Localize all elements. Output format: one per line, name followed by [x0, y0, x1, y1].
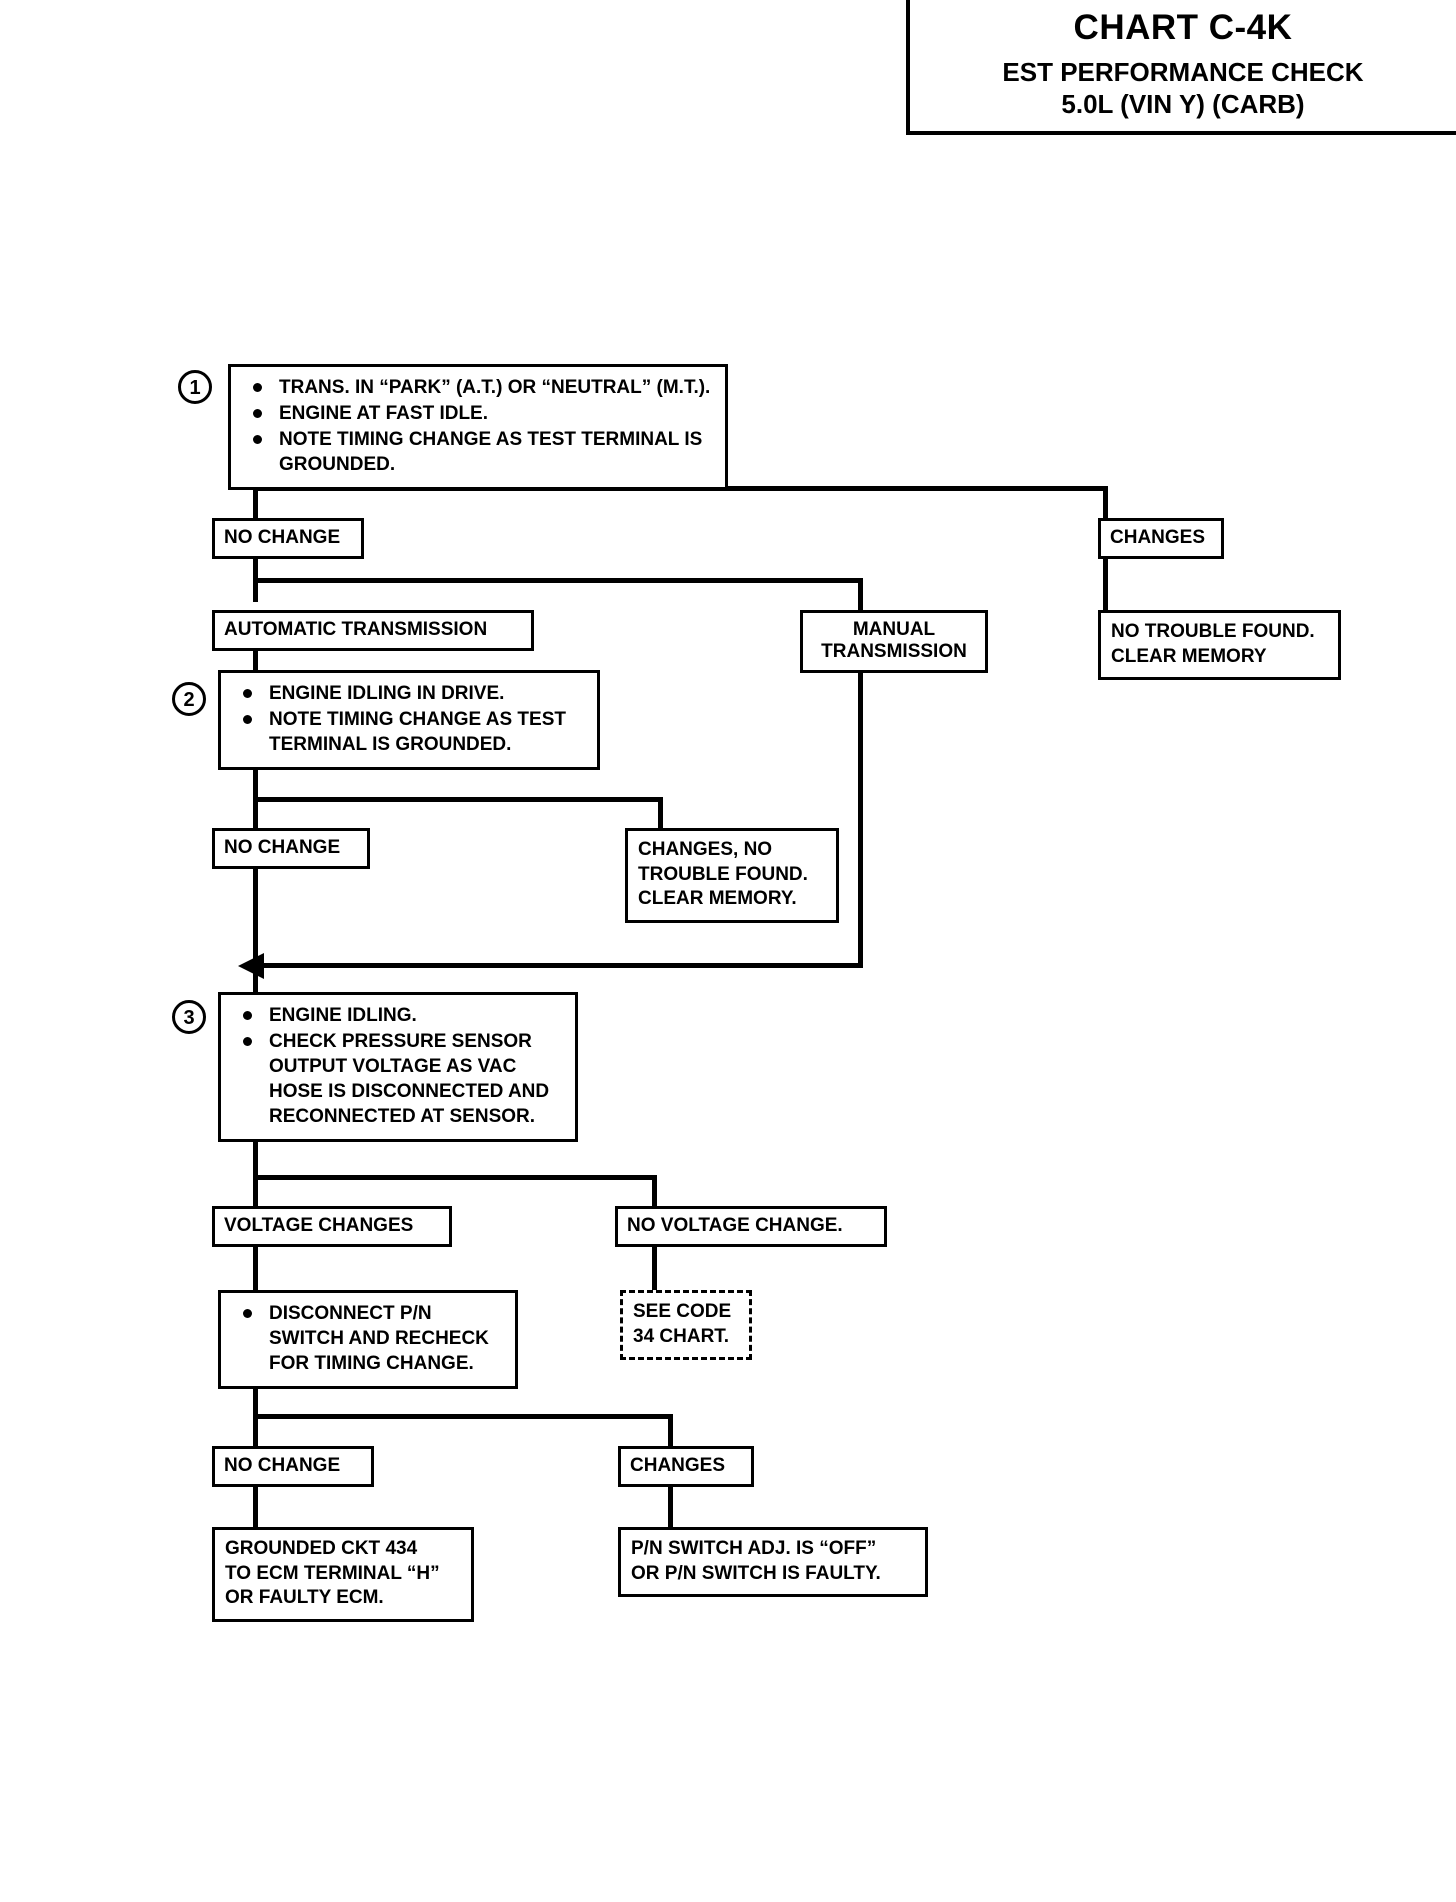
connector-no-voltage-change-down — [652, 1245, 657, 1297]
step-2-instructions: ENGINE IDLING IN DRIVE. NOTE TIMING CHAN… — [218, 670, 600, 771]
connector-no-change-2-down — [253, 866, 258, 1016]
step-1-bullet-2: ENGINE AT FAST IDLE. — [249, 401, 715, 426]
node-automatic-transmission-label: AUTOMATIC TRANSMISSION — [224, 619, 488, 640]
step-1-bullet-1: TRANS. IN “PARK” (A.T.) OR “NEUTRAL” (M.… — [249, 375, 715, 400]
connector-to-voltage-changes — [253, 1175, 258, 1211]
connector-step2-down — [253, 760, 258, 802]
step-3-bullet-list: ENGINE IDLING. CHECK PRESSURE SENSOR OUT… — [239, 1003, 565, 1129]
chart-subtitle-primary: EST PERFORMANCE CHECK — [1002, 56, 1364, 87]
node-voltage-changes[interactable]: VOLTAGE CHANGES — [212, 1206, 452, 1247]
step-2-bullet-1: ENGINE IDLING IN DRIVE. — [239, 681, 587, 706]
node-pn-switch-adj-off[interactable]: P/N SWITCH ADJ. IS “OFF” OR P/N SWITCH I… — [618, 1527, 928, 1598]
connector-changes-3-down — [668, 1485, 673, 1531]
node-no-change-1-label: NO CHANGE — [224, 527, 341, 548]
step-1-instructions: TRANS. IN “PARK” (A.T.) OR “NEUTRAL” (M.… — [228, 364, 728, 491]
connector-manual-transmission-drop — [858, 670, 863, 968]
merge-arrowhead-icon — [238, 953, 264, 979]
node-no-change-3-label: NO CHANGE — [224, 1455, 341, 1476]
connector-to-manual-transmission — [858, 578, 863, 614]
connector-to-changes-1 — [1103, 486, 1108, 522]
step-number-1: 1 — [178, 370, 212, 404]
connector-to-changes-3 — [668, 1414, 673, 1450]
connector-automatic-to-step2 — [253, 642, 258, 684]
step-2-bullet-2: NOTE TIMING CHANGE AS TEST TERMINAL IS G… — [239, 707, 587, 757]
step-3-bullet-2: CHECK PRESSURE SENSOR OUTPUT VOLTAGE AS … — [239, 1029, 565, 1129]
node-voltage-changes-label: VOLTAGE CHANGES — [224, 1215, 414, 1236]
node-changes-1-label: CHANGES — [1110, 527, 1206, 548]
connector-split-bus-3 — [253, 1175, 657, 1180]
node-changes-3[interactable]: CHANGES — [618, 1446, 754, 1487]
node-no-change-3[interactable]: NO CHANGE — [212, 1446, 374, 1487]
connector-to-no-voltage-change — [652, 1175, 657, 1211]
connector-split-bus-transmission — [253, 578, 863, 583]
node-pn-switch-adj-off-label: P/N SWITCH ADJ. IS “OFF” OR P/N SWITCH I… — [631, 1538, 881, 1584]
node-no-trouble-found-clear-memory[interactable]: NO TROUBLE FOUND. CLEAR MEMORY — [1098, 610, 1341, 681]
step-1-bullet-list: TRANS. IN “PARK” (A.T.) OR “NEUTRAL” (M.… — [249, 375, 715, 477]
node-changes-1[interactable]: CHANGES — [1098, 518, 1224, 559]
step-number-3: 3 — [172, 1000, 206, 1034]
connector-to-no-change-2 — [253, 797, 258, 831]
connector-voltage-changes-down — [253, 1245, 258, 1295]
step-3-instructions: ENGINE IDLING. CHECK PRESSURE SENSOR OUT… — [218, 992, 578, 1143]
step-4-bullet-1: DISCONNECT P/N SWITCH AND RECHECK FOR TI… — [239, 1301, 505, 1376]
node-manual-transmission-label: MANUAL TRANSMISSION — [821, 619, 967, 662]
connector-no-change-3-down — [253, 1485, 258, 1531]
node-no-voltage-change-label: NO VOLTAGE CHANGE. — [627, 1215, 843, 1236]
node-grounded-ckt-434[interactable]: GROUNDED CKT 434 TO ECM TERMINAL “H” OR … — [212, 1527, 474, 1623]
connector-step4-down — [253, 1385, 258, 1431]
node-no-change-2[interactable]: NO CHANGE — [212, 828, 370, 869]
node-changes-no-trouble-found[interactable]: CHANGES, NO TROUBLE FOUND. CLEAR MEMORY. — [625, 828, 839, 924]
connector-step3-down — [253, 1132, 258, 1180]
node-automatic-transmission[interactable]: AUTOMATIC TRANSMISSION — [212, 610, 534, 651]
connector-changes-1-down — [1103, 558, 1108, 614]
node-changes-no-trouble-found-label: CHANGES, NO TROUBLE FOUND. CLEAR MEMORY. — [638, 839, 808, 910]
step-3-bullet-1: ENGINE IDLING. — [239, 1003, 565, 1028]
step-4-instructions: DISCONNECT P/N SWITCH AND RECHECK FOR TI… — [218, 1290, 518, 1390]
chart-subtitle-secondary: 5.0L (VIN Y) (CARB) — [1061, 89, 1305, 120]
node-no-voltage-change[interactable]: NO VOLTAGE CHANGE. — [615, 1206, 887, 1247]
node-no-change-2-label: NO CHANGE — [224, 837, 341, 858]
connector-to-no-change-3 — [253, 1414, 258, 1450]
connector-manual-merge-horizontal — [262, 963, 863, 968]
chart-id: CHART C-4K — [1073, 8, 1293, 47]
connector-split-bus-4 — [253, 1414, 673, 1419]
connector-to-changes-no-trouble — [658, 797, 663, 831]
connector-split-bus-2 — [253, 797, 663, 802]
step-1-bullet-3: NOTE TIMING CHANGE AS TEST TERMINAL IS G… — [249, 427, 715, 477]
node-no-trouble-found-clear-memory-label: NO TROUBLE FOUND. CLEAR MEMORY — [1111, 621, 1315, 667]
node-see-code-34-chart[interactable]: SEE CODE 34 CHART. — [620, 1290, 752, 1361]
node-manual-transmission[interactable]: MANUAL TRANSMISSION — [800, 610, 988, 673]
step-2-bullet-list: ENGINE IDLING IN DRIVE. NOTE TIMING CHAN… — [239, 681, 587, 757]
node-changes-3-label: CHANGES — [630, 1455, 726, 1476]
node-grounded-ckt-434-label: GROUNDED CKT 434 TO ECM TERMINAL “H” OR … — [225, 1538, 440, 1609]
step-number-2: 2 — [172, 682, 206, 716]
title-block: CHART C-4K EST PERFORMANCE CHECK 5.0L (V… — [906, 0, 1456, 135]
node-see-code-34-chart-label: SEE CODE 34 CHART. — [633, 1301, 732, 1347]
step-4-bullet-list: DISCONNECT P/N SWITCH AND RECHECK FOR TI… — [239, 1301, 505, 1376]
node-no-change-1[interactable]: NO CHANGE — [212, 518, 364, 559]
connector-to-no-change-1 — [253, 486, 258, 522]
